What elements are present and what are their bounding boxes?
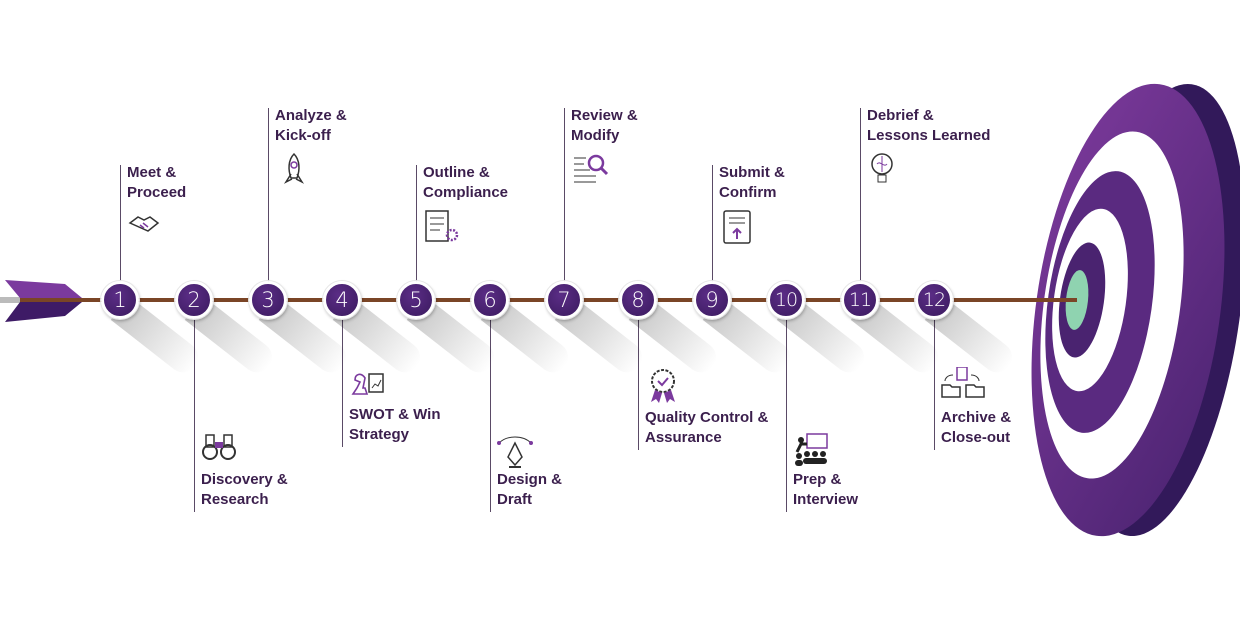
- step-connector-line: [934, 317, 935, 450]
- rocket-icon: [283, 152, 305, 184]
- arrow-fletching-icon: [0, 280, 82, 322]
- step-label: Prep & Interview: [793, 470, 858, 510]
- step-number-circle: 4: [323, 281, 361, 319]
- step-label: Archive & Close-out: [941, 408, 1011, 448]
- upload-document-icon: [723, 210, 751, 244]
- archive-folders-icon: [941, 367, 985, 398]
- step-label-line1: Meet &: [127, 164, 177, 181]
- step-label-line2: Proceed: [127, 184, 187, 201]
- step-connector-line: [564, 108, 565, 283]
- step-connector-line: [638, 317, 639, 450]
- step-label-line1: Analyze &: [275, 107, 347, 124]
- step-label: Debrief & Lessons Learned: [867, 106, 990, 146]
- step-label: Review & Modify: [571, 106, 638, 146]
- step-number-circle: 5: [397, 281, 435, 319]
- step-connector-line: [268, 108, 269, 283]
- pen-tool-icon: [497, 436, 533, 468]
- step-connector-line: [120, 165, 121, 283]
- step-number-circle: 3: [249, 281, 287, 319]
- step-number-circle: 11: [841, 281, 879, 319]
- step-number-circle: 12: [915, 281, 953, 319]
- step-label-line2: Lessons Learned: [867, 127, 991, 144]
- step-label-line1: Archive &: [941, 409, 1012, 426]
- step-connector-line: [416, 165, 417, 283]
- step-number-circle: 9: [693, 281, 731, 319]
- step-connector-line: [490, 317, 491, 512]
- step-connector-line: [786, 317, 787, 512]
- step-label-line2: Interview: [793, 491, 859, 508]
- award-badge-icon: [651, 369, 675, 403]
- step-label-line1: Design &: [497, 471, 563, 488]
- step-label-line2: Close-out: [941, 429, 1011, 446]
- step-label-line2: Draft: [497, 491, 533, 508]
- step-label: Quality Control & Assurance: [645, 408, 768, 448]
- step-number-circle: 8: [619, 281, 657, 319]
- step-label-line2: Research: [201, 491, 269, 508]
- magnifier-document-icon: [574, 154, 609, 183]
- step-label: Discovery & Research: [201, 470, 288, 510]
- step-label-line1: Debrief &: [867, 107, 934, 124]
- binoculars-icon: [202, 434, 236, 460]
- step-number-circle: 7: [545, 281, 583, 319]
- step-label: Submit & Confirm: [719, 163, 785, 203]
- step-label-line1: Outline &: [423, 164, 490, 181]
- step-label: Design & Draft: [497, 470, 562, 510]
- step-connector-line: [712, 165, 713, 283]
- step-number-circle: 6: [471, 281, 509, 319]
- step-label-line1: Discovery &: [201, 471, 288, 488]
- step-label-line2: Compliance: [423, 184, 509, 201]
- step-label: Analyze & Kick-off: [275, 106, 347, 146]
- step-label-line1: Quality Control &: [645, 409, 769, 426]
- presentation-audience-icon: [795, 433, 828, 466]
- step-connector-line: [342, 317, 343, 447]
- step-label-line2: Strategy: [349, 426, 410, 443]
- step-label-line2: Kick-off: [275, 127, 331, 144]
- checklist-gear-icon: [425, 210, 459, 242]
- target-icon: [1031, 83, 1240, 537]
- chess-strategy-icon: [351, 373, 384, 395]
- step-label-line1: SWOT & Win: [349, 406, 441, 423]
- step-number-circle: 10: [767, 281, 805, 319]
- step-label-line2: Modify: [571, 127, 620, 144]
- step-label-line2: Confirm: [719, 184, 777, 201]
- step-label: Meet & Proceed: [127, 163, 186, 203]
- step-connector-line: [860, 108, 861, 283]
- step-connector-line: [194, 317, 195, 512]
- handshake-icon: [128, 216, 160, 232]
- brain-bulb-icon: [871, 153, 893, 183]
- step-label-line1: Review &: [571, 107, 638, 124]
- step-label-line1: Prep &: [793, 471, 842, 488]
- step-label-line2: Assurance: [645, 429, 722, 446]
- step-label: Outline & Compliance: [423, 163, 508, 203]
- step-label-line1: Submit &: [719, 164, 785, 181]
- step-number-circle: 1: [101, 281, 139, 319]
- step-number-circle: 2: [175, 281, 213, 319]
